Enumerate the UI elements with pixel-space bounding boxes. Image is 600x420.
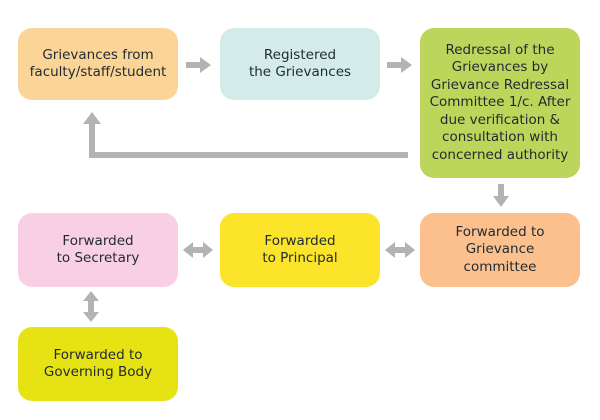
box-principal-label: Forwarded to Principal <box>262 232 338 267</box>
box-committee-label: Forwarded to Grievance committee <box>455 223 545 275</box>
box-forwarded-committee: Forwarded to Grievance committee <box>420 213 580 287</box>
arrow-return-loop <box>83 112 408 158</box>
box-grievances-label: Grievances from faculty/staff/student <box>29 46 167 81</box>
box-grievances-from: Grievances from faculty/staff/student <box>18 28 178 100</box>
box-governing-label: Forwarded to Governing Body <box>43 346 153 381</box>
arrow-right-2 <box>387 57 412 73</box>
box-forwarded-secretary: Forwarded to Secretary <box>18 213 178 287</box>
arrow-double-vertical <box>83 291 99 322</box>
box-forwarded-principal: Forwarded to Principal <box>220 213 380 287</box>
box-redressal: Redressal of the Grievances by Grievance… <box>420 28 580 178</box>
arrow-down-1 <box>493 184 509 207</box>
arrow-double-1 <box>385 242 415 258</box>
arrow-right-1 <box>186 57 211 73</box>
box-secretary-label: Forwarded to Secretary <box>56 232 140 267</box>
box-registered: Registered the Grievances <box>220 28 380 100</box>
arrow-double-2 <box>183 242 213 258</box>
box-registered-label: Registered the Grievances <box>248 46 352 81</box>
box-redressal-label: Redressal of the Grievances by Grievance… <box>429 41 571 163</box>
box-forwarded-governing-body: Forwarded to Governing Body <box>18 327 178 401</box>
